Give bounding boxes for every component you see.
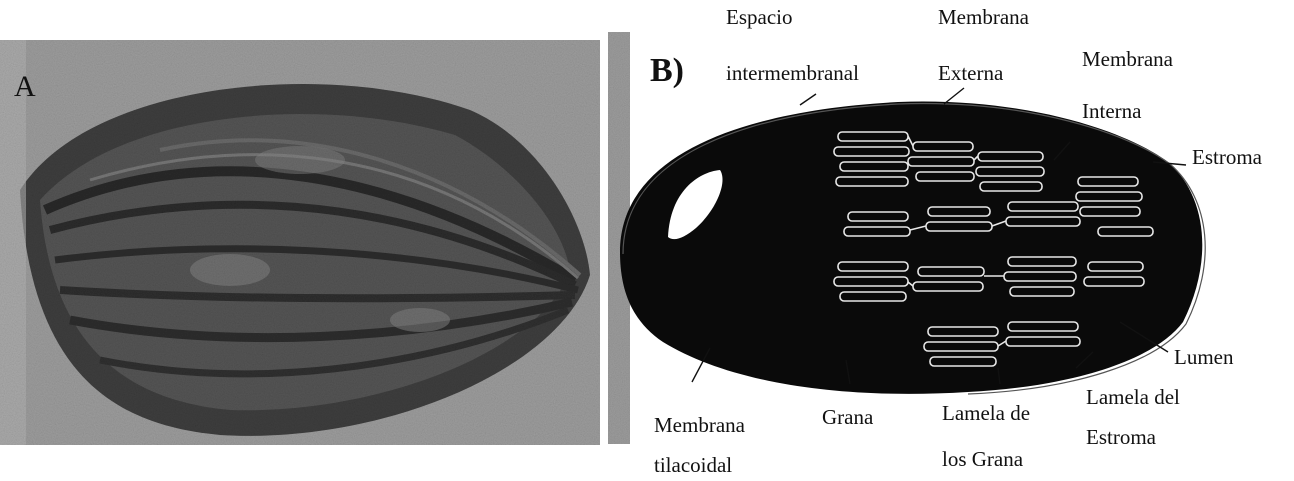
label-membrana-interna-1: Membrana: [1082, 46, 1173, 72]
micrograph-panel-a: A: [0, 40, 600, 445]
label-membrana-tilacoidal-1: Membrana: [654, 412, 745, 438]
label-membrana-externa-1: Membrana: [938, 4, 1029, 30]
label-lamela-grana-1: Lamela de: [942, 400, 1030, 426]
label-membrana-tilacoidal-2: tilacoidal: [654, 452, 732, 478]
chloroplast-diagram: [608, 32, 1294, 444]
panel-a-letter: A: [14, 70, 36, 104]
label-estroma: Estroma: [1192, 144, 1262, 170]
label-grana: Grana: [822, 404, 873, 430]
label-membrana-interna-2: Interna: [1082, 98, 1141, 124]
panel-b-letter: B): [650, 54, 684, 88]
label-lamela-estroma-2: Estroma: [1086, 424, 1156, 450]
label-lamela-estroma-1: Lamela del: [1086, 384, 1180, 410]
label-lamela-grana-2: los Grana: [942, 446, 1023, 472]
diagram-panel-b: B) Espacio intermembranal Membrana Exter…: [608, 32, 1294, 444]
label-espacio-intermembranal-2: intermembranal: [726, 60, 859, 86]
label-lumen: Lumen: [1174, 344, 1233, 370]
chloroplast-micrograph-image: [0, 40, 600, 445]
label-membrana-externa-2: Externa: [938, 60, 1003, 86]
label-espacio-intermembranal-1: Espacio: [726, 4, 792, 30]
